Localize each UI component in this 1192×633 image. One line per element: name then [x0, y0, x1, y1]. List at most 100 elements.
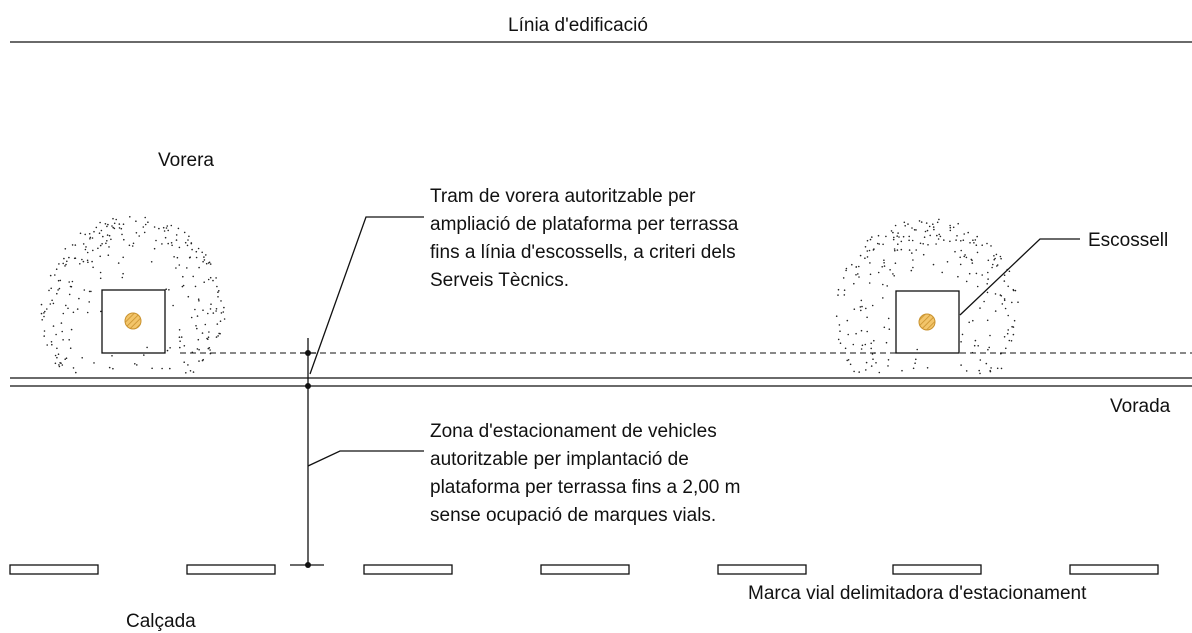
- stipple-dot: [987, 348, 989, 351]
- tree-canopy-right: [835, 218, 1019, 375]
- stipple-dot: [102, 235, 104, 238]
- stipple-dot: [143, 231, 146, 234]
- stipple-dot: [869, 273, 872, 276]
- stipple-dot: [50, 341, 53, 343]
- stipple-dot: [858, 265, 860, 268]
- stipple-dot: [209, 263, 212, 265]
- stipple-dot: [175, 234, 178, 236]
- stipple-dot: [93, 230, 95, 233]
- stipple-dot: [838, 324, 841, 326]
- stipple-dot: [59, 279, 62, 282]
- stipple-dot: [207, 336, 210, 339]
- stipple-dot: [136, 364, 138, 366]
- stipple-dot: [972, 319, 974, 322]
- stipple-dot: [184, 241, 187, 244]
- tree-trunk-right-icon: [918, 313, 936, 331]
- stipple-dot: [1011, 325, 1013, 328]
- stipple-dot: [166, 225, 169, 227]
- stipple-dot: [842, 277, 845, 279]
- stipple-dot: [853, 370, 855, 373]
- stipple-dot: [964, 254, 966, 256]
- stipple-dot: [84, 233, 86, 236]
- stipple-dot: [1003, 299, 1006, 302]
- stipple-dot: [858, 276, 860, 278]
- stipple-dot: [987, 271, 989, 274]
- stipple-dot: [892, 238, 895, 241]
- stipple-dot: [57, 279, 60, 282]
- stipple-dot: [194, 285, 197, 288]
- stipple-dot: [987, 278, 989, 280]
- stipple-dot: [993, 258, 995, 261]
- stipple-dot: [897, 243, 899, 245]
- dimension-node-middle: [305, 383, 311, 389]
- stipple-dot: [118, 223, 121, 225]
- stipple-dot: [839, 342, 842, 345]
- stipple-dot: [911, 252, 913, 254]
- stipple-dot: [938, 218, 940, 221]
- stipple-dot: [161, 367, 163, 370]
- stipple-dot: [71, 244, 74, 246]
- road-marking-segment: [9, 564, 99, 575]
- stipple-dot: [946, 261, 949, 263]
- stipple-dot: [961, 333, 964, 336]
- stipple-dot: [190, 242, 193, 244]
- stipple-dot: [55, 333, 57, 336]
- stipple-dot: [965, 370, 968, 372]
- stipple-dot: [861, 305, 863, 308]
- stipple-dot: [837, 294, 839, 296]
- stipple-dot: [847, 333, 849, 336]
- stipple-dot: [88, 301, 90, 303]
- stipple-dot: [117, 262, 120, 264]
- stipple-dot: [894, 262, 897, 265]
- stipple-dot: [218, 332, 220, 335]
- stipple-dot: [112, 226, 114, 229]
- stipple-dot: [138, 235, 140, 237]
- stipple-dot: [959, 263, 962, 266]
- stipple-dot: [1014, 289, 1017, 292]
- stipple-dot: [938, 233, 940, 236]
- stipple-dot: [1007, 329, 1009, 331]
- stipple-dot: [835, 315, 838, 318]
- stipple-dot: [108, 234, 111, 237]
- stipple-dot: [197, 298, 200, 301]
- stipple-dot: [981, 274, 983, 276]
- stipple-dot: [108, 246, 110, 248]
- stipple-dot: [48, 289, 50, 292]
- stipple-dot: [1007, 314, 1009, 317]
- stipple-dot: [865, 307, 867, 310]
- stipple-dot: [1012, 326, 1015, 328]
- stipple-dot: [915, 249, 917, 251]
- stipple-dot: [81, 357, 83, 359]
- stipple-dot: [986, 291, 989, 294]
- stipple-dot: [973, 344, 976, 347]
- stipple-dot: [922, 243, 924, 245]
- stipple-dot: [151, 367, 153, 370]
- stipple-dot: [903, 221, 906, 224]
- stipple-dot: [1001, 303, 1004, 305]
- stipple-dot: [122, 256, 124, 259]
- leader-terrace-sidewalk: [309, 216, 424, 375]
- stipple-dot: [54, 362, 57, 365]
- stipple-dot: [71, 280, 74, 283]
- stipple-dot: [63, 257, 65, 260]
- stipple-dot: [54, 274, 56, 276]
- stipple-dot: [916, 348, 918, 351]
- stipple-dot: [207, 312, 209, 315]
- stipple-dot: [852, 343, 855, 346]
- stipple-dot: [61, 330, 63, 333]
- stipple-dot: [972, 239, 974, 241]
- stipple-dot: [101, 243, 103, 245]
- stipple-dot: [1000, 367, 1003, 370]
- stipple-dot: [932, 226, 935, 228]
- road-marking-segment: [540, 564, 630, 575]
- stipple-dot: [846, 359, 848, 362]
- stipple-dot: [882, 297, 884, 299]
- stipple-dot: [871, 353, 874, 355]
- stipple-dot: [893, 236, 895, 239]
- stipple-dot: [134, 363, 136, 365]
- stipple-dot: [67, 307, 69, 310]
- stipple-dot: [40, 303, 43, 306]
- stipple-dot: [915, 229, 917, 231]
- stipple-dot: [963, 255, 965, 258]
- stipple-dot: [183, 231, 186, 234]
